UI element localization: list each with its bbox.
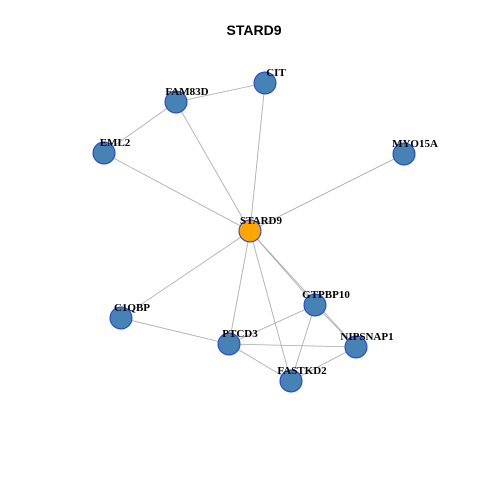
node-label-fam83d: FAM83D [165, 86, 208, 98]
edge-eml2-stard9 [103, 152, 251, 232]
node-label-stard9: STARD9 [240, 215, 282, 227]
node-eml2[interactable]: EML2 [92, 137, 131, 165]
edge-nipsnap1-fastkd2 [290, 346, 357, 382]
node-gtpbp10[interactable]: GTPBP10 [302, 289, 350, 317]
node-label-nipsnap1: NIPSNAP1 [340, 331, 393, 343]
edge-fam83d-eml2 [103, 101, 177, 154]
edge-myo15a-stard9 [249, 153, 405, 232]
node-circle-eml2[interactable] [92, 141, 116, 165]
node-fastkd2[interactable]: FASTKD2 [277, 365, 327, 393]
edge-stard9-nipsnap1 [249, 230, 357, 348]
edge-ptcd3-gtpbp10 [228, 304, 316, 345]
node-fam83d[interactable]: FAM83D [164, 86, 209, 114]
edge-ptcd3-fastkd2 [228, 343, 292, 382]
edge-ptcd3-nipsnap1 [228, 343, 357, 348]
node-circle-cit[interactable] [253, 71, 277, 95]
node-label-myo15a: MYO15A [392, 138, 438, 150]
node-stard9[interactable]: STARD9 [238, 215, 282, 243]
node-label-fastkd2: FASTKD2 [277, 365, 327, 377]
edge-stard9-fastkd2 [249, 230, 292, 382]
edge-cit-stard9 [249, 82, 266, 232]
node-c1qbp[interactable]: C1QBP [109, 302, 150, 330]
node-circle-stard9[interactable] [238, 219, 262, 243]
node-circle-c1qbp[interactable] [109, 306, 133, 330]
edge-c1qbp-ptcd3 [120, 317, 230, 345]
edge-stard9-ptcd3 [228, 230, 251, 345]
edge-fam83d-cit [175, 82, 266, 103]
node-circle-nipsnap1[interactable] [344, 335, 368, 359]
node-label-eml2: EML2 [100, 137, 131, 149]
node-label-cit: CIT [266, 67, 286, 79]
node-circle-fam83d[interactable] [164, 90, 188, 114]
node-label-gtpbp10: GTPBP10 [302, 289, 350, 301]
node-myo15a[interactable]: MYO15A [392, 138, 438, 166]
edge-fam83d-stard9 [175, 101, 251, 232]
edge-layer [103, 82, 405, 382]
node-circle-fastkd2[interactable] [279, 369, 303, 393]
node-label-c1qbp: C1QBP [114, 302, 150, 314]
node-circle-myo15a[interactable] [392, 142, 416, 166]
graph-title: STARD9 [227, 22, 282, 38]
node-circle-gtpbp10[interactable] [303, 293, 327, 317]
edge-gtpbp10-fastkd2 [290, 304, 316, 382]
node-ptcd3[interactable]: PTCD3 [217, 328, 258, 356]
node-nipsnap1[interactable]: NIPSNAP1 [340, 331, 394, 359]
node-cit[interactable]: CIT [253, 67, 286, 95]
node-circle-ptcd3[interactable] [217, 332, 241, 356]
edge-stard9-c1qbp [120, 230, 251, 319]
node-label-ptcd3: PTCD3 [222, 328, 258, 340]
